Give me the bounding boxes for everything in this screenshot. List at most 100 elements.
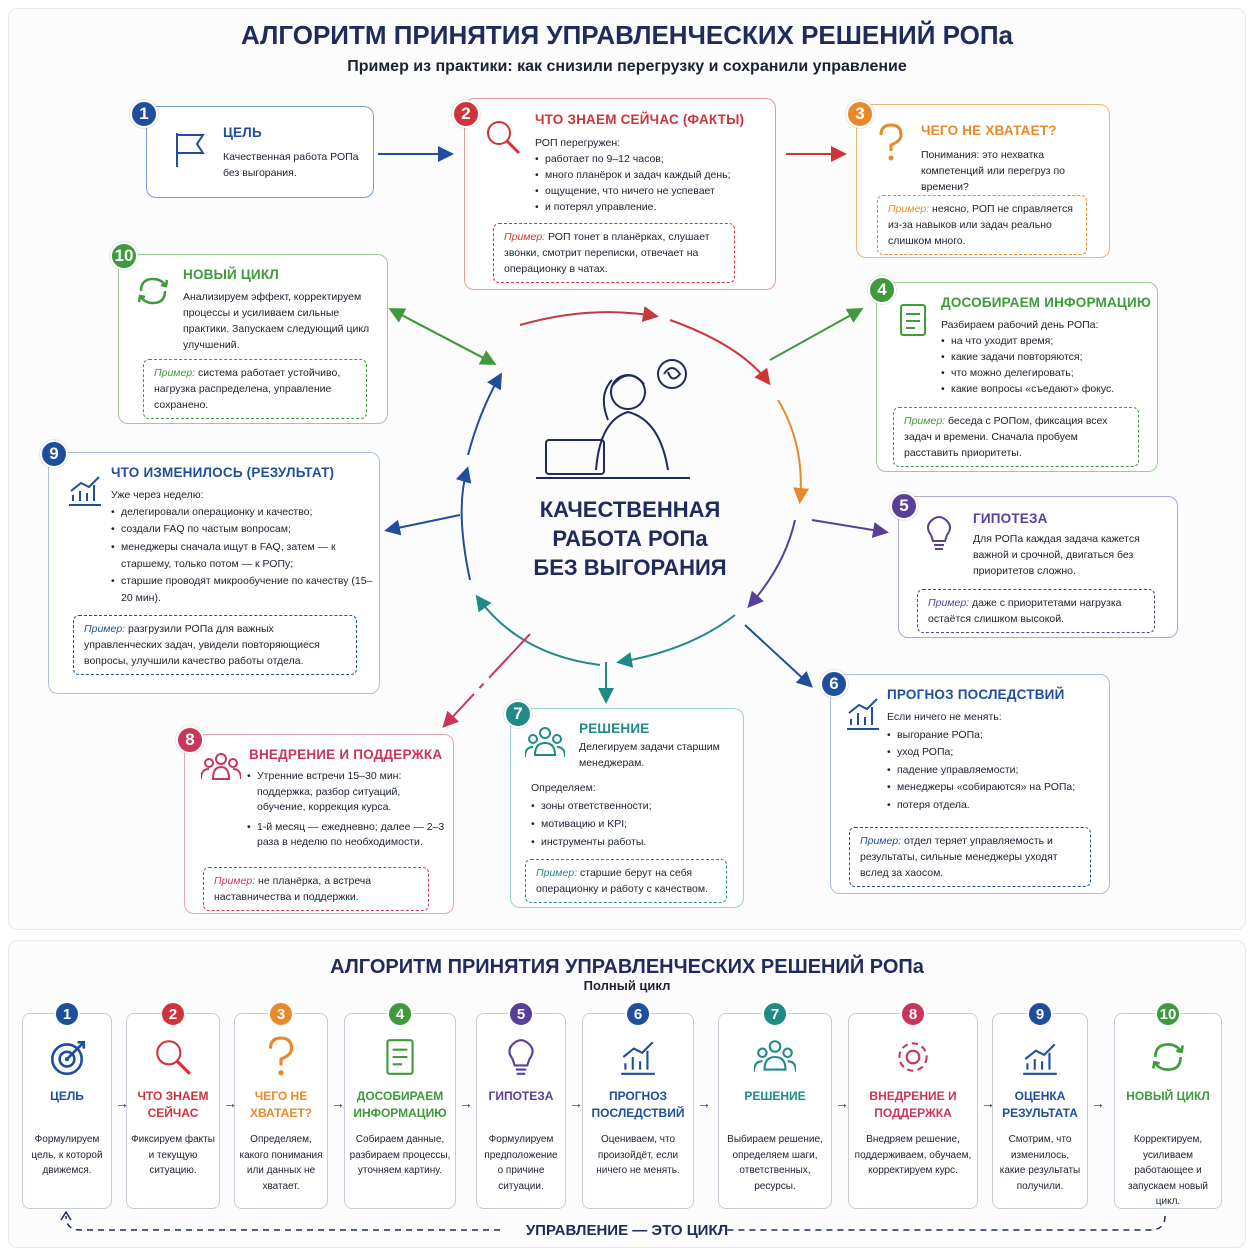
- step-card-6: ПРОГНОЗ ПОСЛЕДСТВИЙ Если ничего не менят…: [830, 674, 1110, 894]
- team-icon: [754, 1040, 796, 1072]
- summary-step-number: 10: [1155, 1001, 1181, 1027]
- chart-icon: [847, 698, 879, 730]
- stressed-person-illustration: [536, 359, 690, 479]
- summary-step-number: 8: [900, 1001, 926, 1027]
- summary-card-text: Формулируем цель, к которой движемся.: [31, 1134, 103, 1176]
- step-body: РОП перегружен: работает по 9–12 часов;м…: [535, 135, 771, 215]
- question-icon: [268, 1036, 294, 1076]
- step-title: ДОСОБИРАЕМ ИНФОРМАЦИЮ: [941, 295, 1151, 310]
- step-text: Понимания: это нехватка компетенций или …: [921, 149, 1065, 193]
- summary-arrow-icon: →: [1091, 1095, 1105, 1111]
- arc-6: [475, 594, 601, 666]
- arrow-to-6: [744, 624, 813, 688]
- question-icon: [879, 123, 903, 161]
- example-box: Пример: беседа с РОПом, фиксация всех за…: [893, 407, 1139, 467]
- step-card-2: ЧТО ЗНАЕМ СЕЙЧАС (ФАКТЫ) РОП перегружен:…: [464, 98, 776, 290]
- summary-arrow-icon: →: [331, 1095, 345, 1111]
- summary-arrow-icon: →: [223, 1095, 237, 1111]
- summary-arrow-icon: →: [697, 1095, 711, 1111]
- summary-card-title: ДОСОБИРАЕМ ИНФОРМАЦИЮ: [353, 1089, 447, 1120]
- summary-card-text: Формулируем предположение о причине ситу…: [484, 1134, 558, 1192]
- step-title: ВНЕДРЕНИЕ И ПОДДЕРЖКА: [249, 747, 443, 762]
- arc-2: [669, 319, 771, 386]
- step-body: Разбираем рабочий день РОПа: на что уход…: [941, 317, 1151, 397]
- summary-card-6: 6 ПРОГНОЗ ПОСЛЕДСТВИЙ Оцениваем, что про…: [582, 1001, 694, 1209]
- step-card-9: ЧТО ИЗМЕНИЛОСЬ (РЕЗУЛЬТАТ) Уже через нед…: [48, 452, 380, 694]
- step-text: Для РОПа каждая задача кажется важной и …: [973, 533, 1140, 577]
- summary-card-title: ВНЕДРЕНИЕ И ПОДДЕРЖКА: [869, 1089, 957, 1120]
- summary-arrow-icon: →: [981, 1095, 995, 1111]
- arc-4: [747, 519, 796, 609]
- step-body: Утренние встречи 15–30 мин: поддержка, р…: [247, 769, 447, 851]
- step-card-5: ГИПОТЕЗА Для РОПа каждая задача кажется …: [898, 496, 1178, 638]
- summary-step-number: 9: [1027, 1001, 1053, 1027]
- cycle-icon: [137, 277, 169, 305]
- target-icon: [50, 1040, 86, 1076]
- page-subtitle: Пример из практики: как снизили перегруз…: [347, 58, 907, 75]
- example-box: Пример: старшие берут на себя операционк…: [525, 859, 727, 903]
- summary-card-title: ГИПОТЕЗА: [488, 1089, 554, 1103]
- summary-card-text: Выбираем решение, определяем шаги, ответ…: [727, 1134, 823, 1192]
- summary-arrow-icon: →: [459, 1095, 473, 1111]
- step-card-7: РЕШЕНИЕ Делегируем задачи старшим менедж…: [510, 708, 744, 908]
- step-card-4: ДОСОБИРАЕМ ИНФОРМАЦИЮ Разбираем рабочий …: [876, 282, 1158, 472]
- step-title: ЧТО ЗНАЕМ СЕЙЧАС (ФАКТЫ): [535, 112, 745, 127]
- arc-7: [455, 466, 472, 581]
- summary-step-number: 4: [387, 1001, 413, 1027]
- step-card-3: ЧЕГО НЕ ХВАТАЕТ? Понимания: это нехватка…: [856, 104, 1110, 258]
- summary-card-text: Определяем, какого понимания или данных …: [239, 1134, 323, 1192]
- flag-icon: [176, 133, 205, 167]
- chart-icon: [621, 1041, 655, 1075]
- step-number: 9: [40, 440, 68, 468]
- arc-3: [777, 399, 810, 504]
- lightbulb-icon: [508, 1039, 534, 1075]
- step-title: НОВЫЙ ЦИКЛ: [183, 267, 279, 282]
- lightbulb-icon: [927, 516, 951, 550]
- summary-card-title: ПРОГНОЗ ПОСЛЕДСТВИЙ: [591, 1089, 685, 1120]
- step-number: 5: [890, 492, 918, 520]
- summary-card-2: 2 ЧТО ЗНАЕМ СЕЙЧАС Фиксируем факты и тек…: [126, 1001, 220, 1209]
- summary-arrow-icon: →: [835, 1095, 849, 1111]
- arrow-to-5: [811, 519, 889, 538]
- step-card-10: НОВЫЙ ЦИКЛ Анализируем эффект, корректир…: [118, 254, 388, 424]
- team-icon: [525, 727, 565, 758]
- step-title: ЦЕЛЬ: [223, 125, 262, 140]
- magnifier-icon: [156, 1040, 191, 1075]
- step-number: 8: [176, 726, 204, 754]
- people-icon: [201, 753, 241, 780]
- summary-card-text: Внедряем решение, поддерживаем, обучаем,…: [854, 1134, 972, 1176]
- example-box: Пример: неясно, РОП не справляется из-за…: [877, 195, 1087, 255]
- growth-chart-icon: [69, 476, 101, 506]
- summary-step-number: 1: [54, 1001, 80, 1027]
- summary-card-title: ЧТО ЗНАЕМ СЕЙЧАС: [137, 1089, 209, 1120]
- summary-card-3: 3 ЧЕГО НЕ ХВАТАЕТ? Определяем, какого по…: [234, 1001, 328, 1209]
- step-number: 10: [110, 242, 138, 270]
- arc-1: [519, 306, 659, 326]
- summary-step-number: 3: [268, 1001, 294, 1027]
- step-body: Уже через неделю: делегировали операцион…: [111, 487, 373, 607]
- summary-card-title: ОЦЕНКА РЕЗУЛЬТАТА: [1002, 1089, 1078, 1120]
- summary-step-number: 6: [625, 1001, 651, 1027]
- step-text: Качественная работа РОПа без выгорания.: [223, 151, 359, 179]
- summary-footer: УПРАВЛЕНИЕ — ЭТО ЦИКЛ: [525, 1222, 729, 1239]
- summary-card-4: 4 ДОСОБИРАЕМ ИНФОРМАЦИЮ Собираем данные,…: [344, 1001, 456, 1209]
- step-title: ЧЕГО НЕ ХВАТАЕТ?: [921, 123, 1057, 138]
- summary-card-1: 1 ЦЕЛЬ Формулируем цель, к которой движе…: [22, 1001, 112, 1209]
- summary-card-text: Фиксируем факты и текущую ситуацию.: [131, 1134, 215, 1176]
- example-box: Пример: не планёрка, а встреча наставнич…: [203, 867, 429, 911]
- summary-card-title: НОВЫЙ ЦИКЛ: [1126, 1089, 1210, 1103]
- summary-card-title: ЦЕЛЬ: [50, 1089, 84, 1103]
- arc-5: [616, 614, 736, 668]
- arrow-to-4: [769, 308, 864, 361]
- summary-card-text: Корректируем, усиливаем работающее и зап…: [1128, 1134, 1208, 1207]
- summary-card-7: 7 РЕШЕНИЕ Выбираем решение, определяем ш…: [718, 1001, 832, 1209]
- example-box: Пример: отдел теряет управляемость и рез…: [849, 827, 1091, 887]
- summary-card-9: 9 ОЦЕНКА РЕЗУЛЬТАТА Смотрим, что изменил…: [992, 1001, 1088, 1209]
- summary-step-number: 7: [762, 1001, 788, 1027]
- arrow-to-8: [442, 633, 531, 728]
- step-body: Определяем: зоны ответственности;мотивац…: [531, 779, 741, 851]
- cycle-icon: [1152, 1043, 1184, 1071]
- example-box: Пример: система работает устойчиво, нагр…: [143, 359, 367, 419]
- checklist-icon: [386, 1039, 414, 1075]
- example-box: Пример: разгрузили РОПа для важных управ…: [73, 615, 357, 675]
